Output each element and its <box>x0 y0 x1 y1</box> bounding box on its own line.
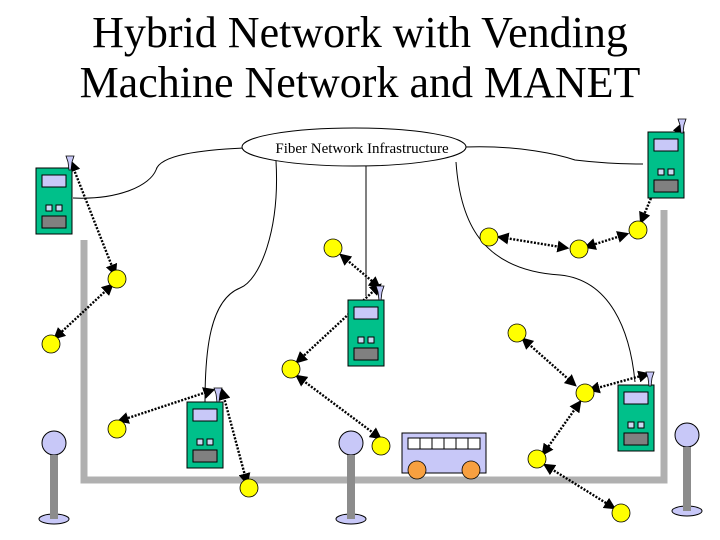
mobile-node <box>41 334 61 354</box>
street-lamp-right <box>671 422 703 517</box>
antenna-icon <box>645 371 655 387</box>
mobile-node <box>323 238 343 258</box>
fiber-link-bottom-right-vm <box>455 161 636 383</box>
mobile-node <box>107 419 127 439</box>
vending-machine-bottom-right <box>617 371 655 452</box>
mobile-node <box>569 239 589 259</box>
bus-wheel <box>407 460 427 480</box>
mobile-node <box>479 227 499 247</box>
title-line-2: Machine Network and MANET <box>79 58 641 107</box>
mobile-node <box>281 359 301 379</box>
mobile-node <box>371 436 391 456</box>
road <box>80 210 668 484</box>
mobile-node <box>611 503 631 523</box>
bus-windows <box>407 437 481 450</box>
vending-machine-top-right <box>647 118 687 199</box>
fiber-link-top-right-vm <box>464 146 644 165</box>
mobile-node <box>107 269 127 289</box>
mobile-nodes <box>41 220 648 523</box>
fiber-link-top-left-vm <box>72 147 245 199</box>
fiber-infrastructure-cloud: Fiber Network Infrastructure <box>241 127 467 167</box>
mobile-node <box>628 220 648 240</box>
mobile-node <box>575 383 595 403</box>
antenna-icon <box>213 387 223 403</box>
infrastructure-label: Fiber Network Infrastructure <box>275 141 449 157</box>
mobile-node <box>239 478 259 498</box>
fiber-link-bottom-left-vm <box>204 160 278 403</box>
bus <box>401 432 487 480</box>
mobile-node <box>507 323 527 343</box>
mobile-node <box>527 449 547 469</box>
page-title: Hybrid Network with Vending Machine Netw… <box>0 8 720 108</box>
antenna-icon <box>375 285 385 301</box>
bus-wheel <box>461 460 481 480</box>
street-lamp-left <box>38 430 70 525</box>
vending-machine-top-left <box>35 155 75 235</box>
title-line-1: Hybrid Network with Vending <box>92 8 628 57</box>
